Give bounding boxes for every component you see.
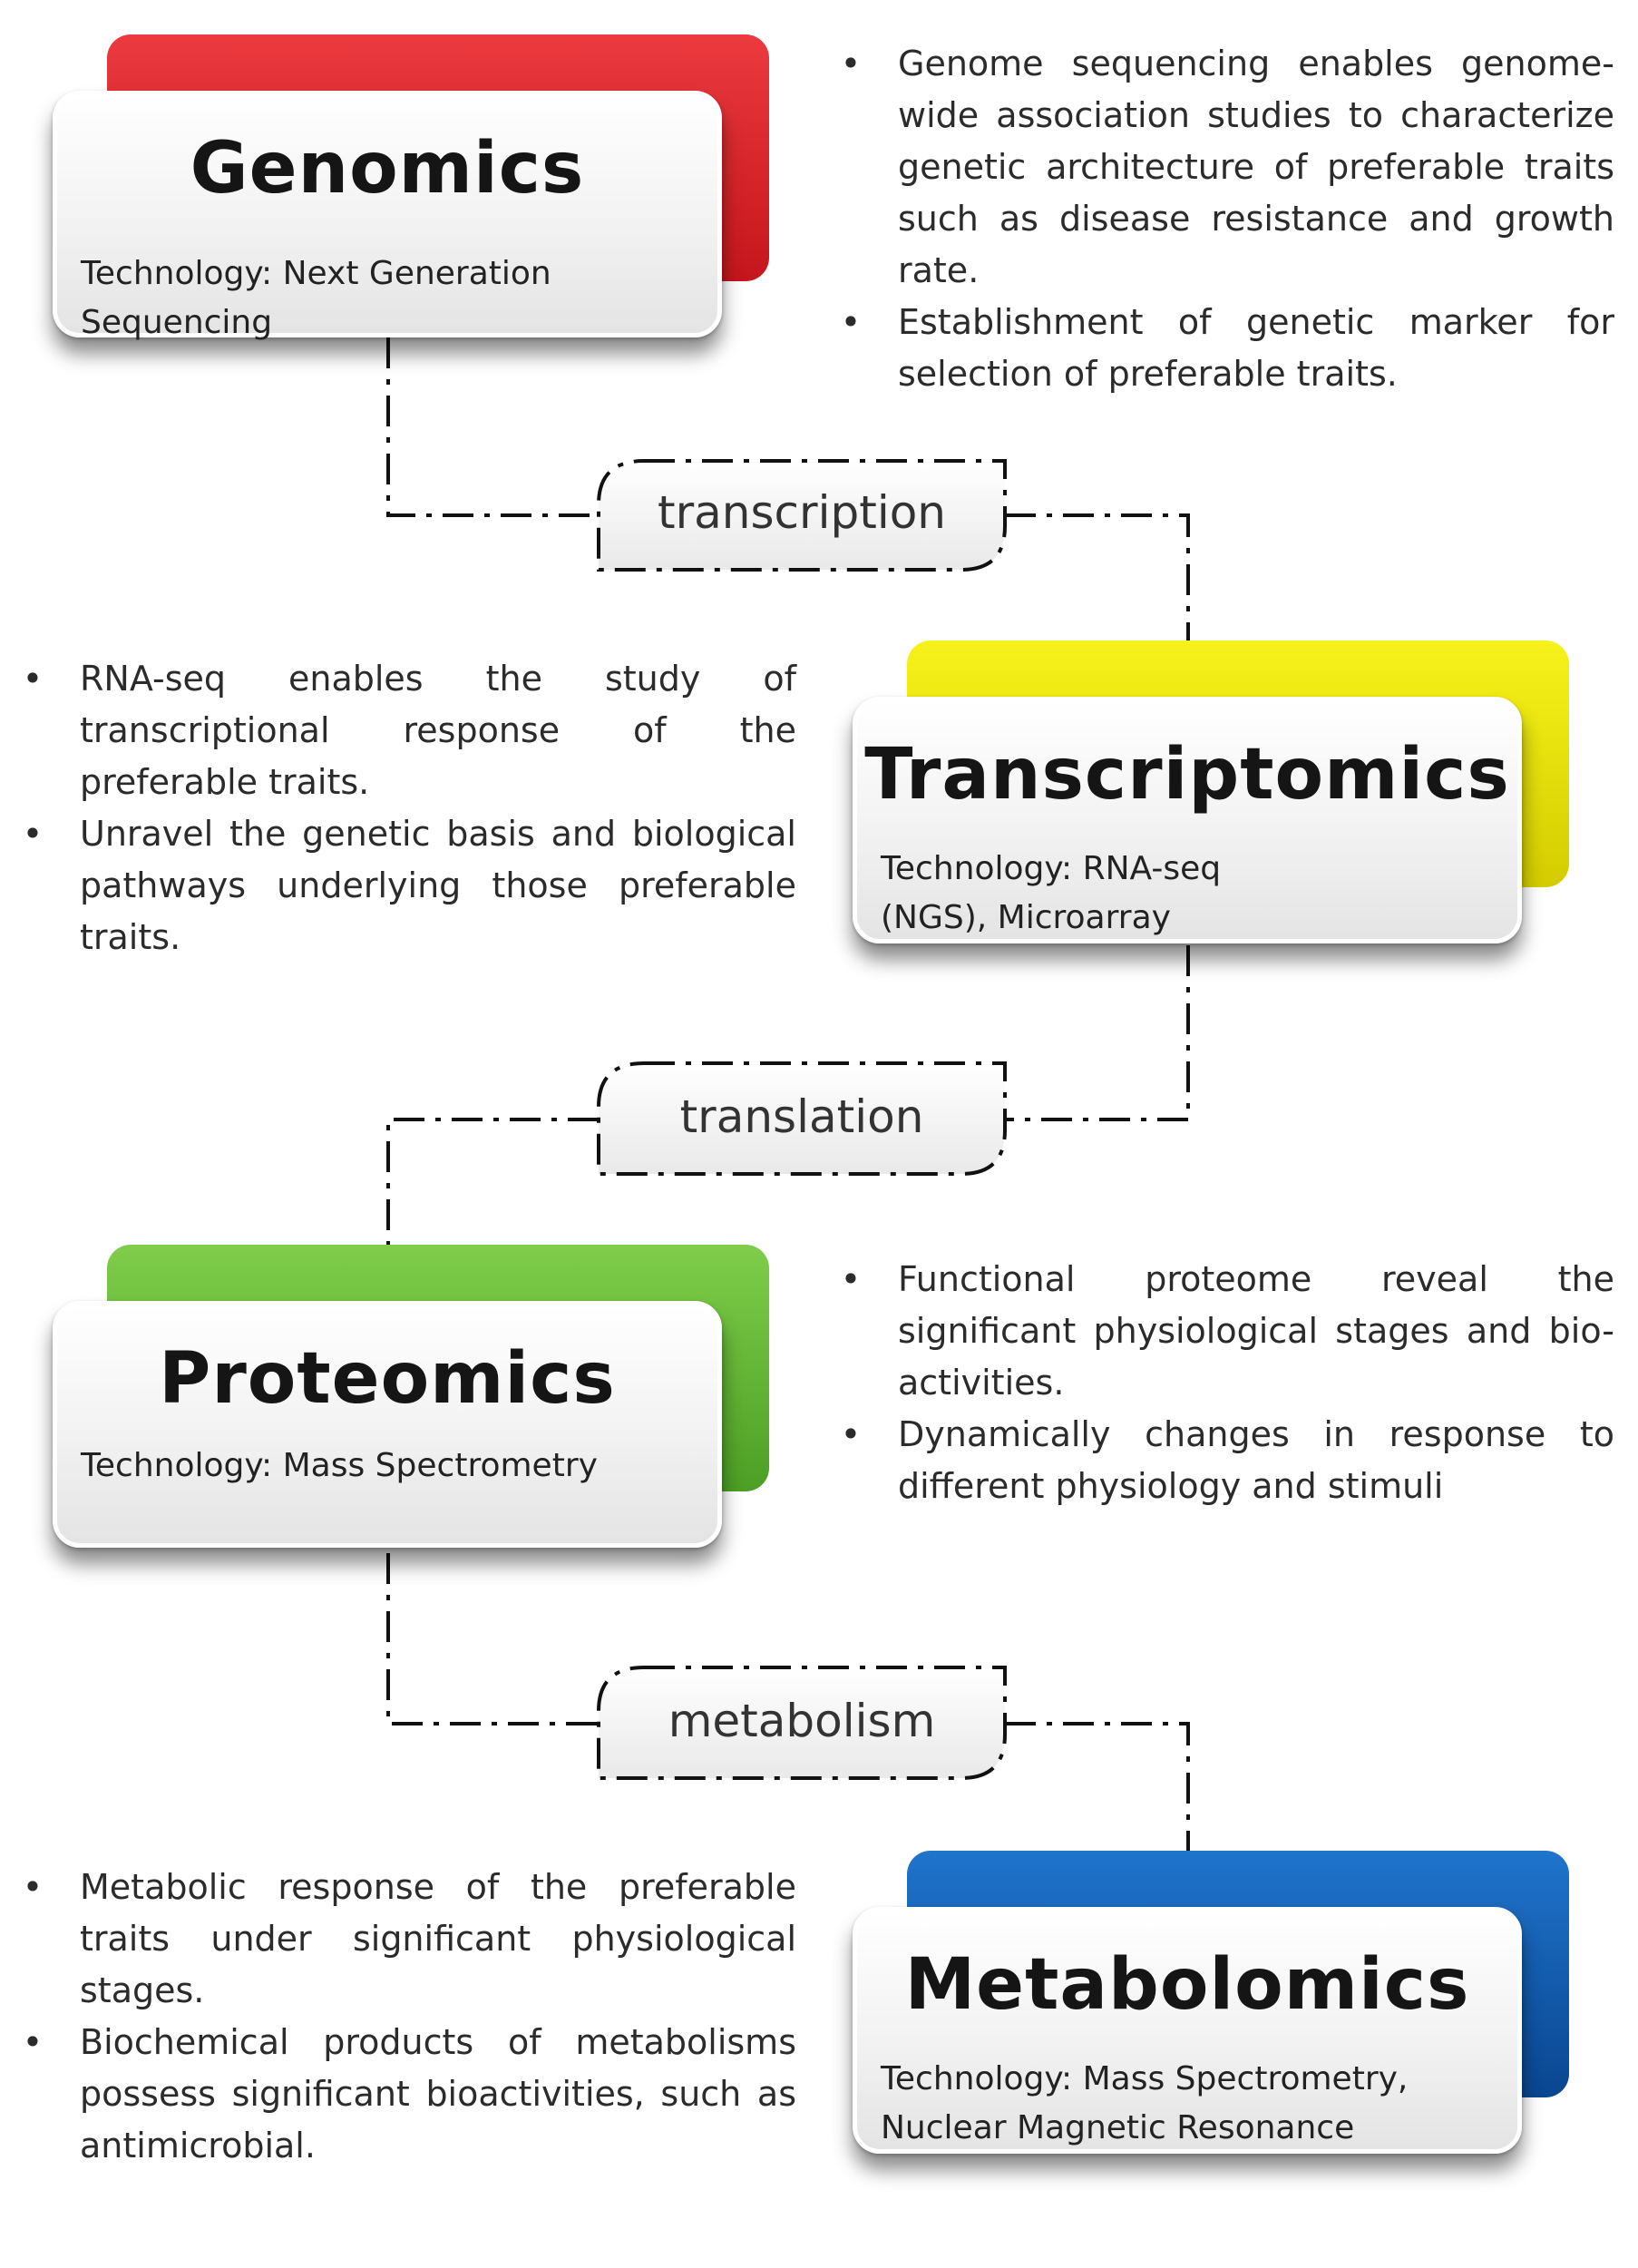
connector-transcription-transcriptomics — [1005, 513, 1190, 682]
card-title-transcriptomics: Transcriptomics — [864, 734, 1510, 816]
bullet-item: •Genome sequencing enables genome-wide a… — [833, 38, 1614, 297]
bullet-item: •Functional proteome reveal the signific… — [833, 1254, 1614, 1409]
connector-translation-proteomics — [386, 1118, 599, 1290]
pill-transcription — [597, 459, 1007, 572]
card-tech-transcriptomics: Technology: RNA-seq (NGS), Microarray — [881, 850, 1222, 936]
process-label-metabolism: metabolism — [668, 1695, 936, 1747]
bullet-dot-icon: • — [22, 2022, 44, 2062]
bullet-dot-icon: • — [22, 814, 44, 854]
card-title-metabolomics: Metabolomics — [904, 1944, 1470, 2026]
bullet-dot-icon: • — [22, 659, 44, 699]
card-metabolomics-face: Metabolomics Technology: Mass Spectromet… — [853, 1907, 1522, 2154]
bullet-item: •Metabolic response of the preferable tr… — [15, 1862, 796, 2017]
bullet-dot-icon: • — [840, 1414, 862, 1454]
card-title-genomics: Genomics — [190, 128, 585, 210]
connector-proteomics-metabolism — [386, 1553, 599, 1725]
bullet-dot-icon: • — [840, 44, 862, 83]
bullets-proteomics: •Functional proteome reveal the signific… — [833, 1254, 1614, 1512]
card-genomics: Genomics Technology: Next Generation Seq… — [53, 34, 769, 343]
bullet-item: •Dynamically changes in response to diff… — [833, 1409, 1614, 1512]
card-genomics-face: Genomics Technology: Next Generation Seq… — [53, 91, 722, 341]
pill-metabolism — [597, 1666, 1007, 1780]
connector-genomics-transcription — [386, 337, 599, 517]
card-tech-genomics: Technology: Next Generation Sequencing — [81, 255, 551, 341]
card-metabolomics: Metabolomics Technology: Mass Spectromet… — [853, 1851, 1569, 2159]
connector-metabolism-metabolomics — [1005, 1722, 1190, 1851]
card-tech-proteomics: Technology: Mass Spectrometry — [81, 1447, 598, 1484]
bullets-transcriptomics: •RNA-seq enables the study of transcript… — [15, 653, 796, 963]
card-title-proteomics: Proteomics — [159, 1338, 616, 1420]
bullet-dot-icon: • — [840, 1259, 862, 1299]
bullet-item: •Biochemical products of metabolisms pos… — [15, 2017, 796, 2172]
card-transcriptomics-face: Transcriptomics Technology: RNA-seq (NGS… — [853, 697, 1522, 943]
card-proteomics-face: Proteomics Technology: Mass Spectrometry — [53, 1301, 722, 1548]
connector-transcriptomics-translation — [1005, 945, 1190, 1121]
bullet-item: •RNA-seq enables the study of transcript… — [15, 653, 796, 808]
bullets-metabolomics: •Metabolic response of the preferable tr… — [15, 1862, 796, 2172]
card-transcriptomics: Transcriptomics Technology: RNA-seq (NGS… — [853, 640, 1569, 949]
bullet-dot-icon: • — [22, 1867, 44, 1907]
bullet-item: •Establishment of genetic marker for sel… — [833, 297, 1614, 400]
process-label-translation: translation — [679, 1090, 924, 1143]
bullet-dot-icon: • — [840, 302, 862, 342]
pill-translation — [597, 1061, 1007, 1176]
bullet-item: •Unravel the genetic basis and biologica… — [15, 808, 796, 963]
process-label-transcription: transcription — [658, 486, 946, 539]
bullets-genomics: •Genome sequencing enables genome-wide a… — [833, 38, 1614, 400]
card-tech-metabolomics: Technology: Mass Spectrometry, Nuclear M… — [881, 2060, 1409, 2146]
card-proteomics: Proteomics Technology: Mass Spectrometry — [53, 1245, 769, 1553]
